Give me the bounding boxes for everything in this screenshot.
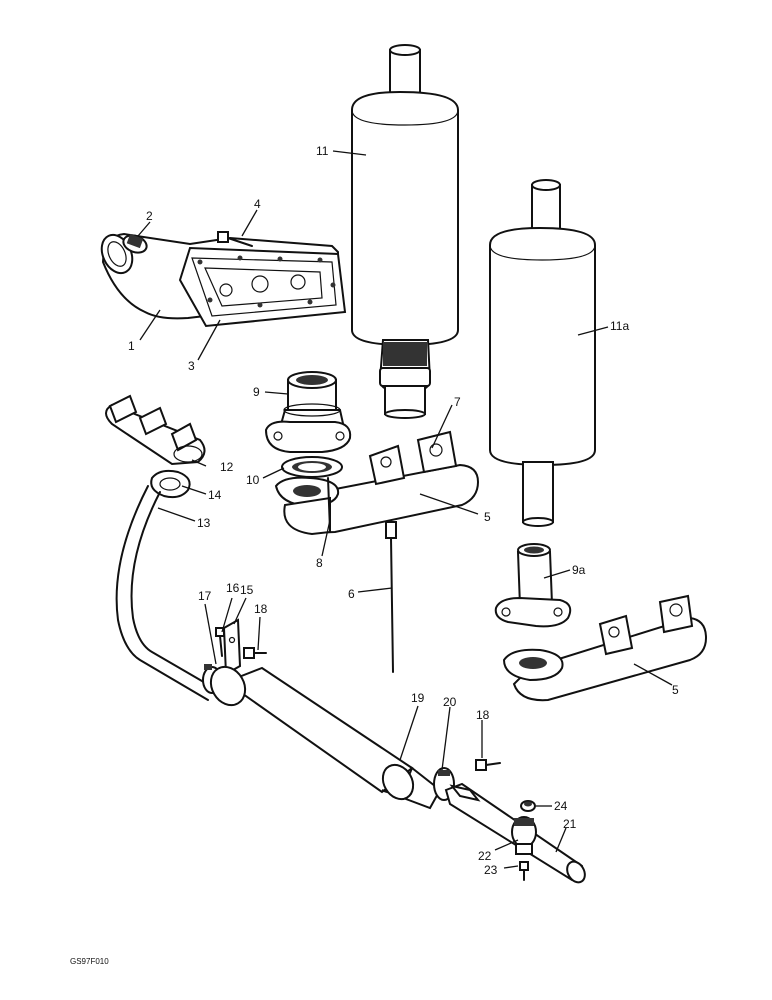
leader-lines xyxy=(137,150,673,869)
callout-13: 13 xyxy=(197,516,211,530)
figure-code: GS97F010 xyxy=(70,957,109,966)
callout-4: 4 xyxy=(254,197,261,211)
rod-6 xyxy=(385,521,397,673)
callout-11: 11 xyxy=(316,144,329,158)
callout-18-lower: 18 xyxy=(476,708,490,722)
gasket-10 xyxy=(281,456,343,478)
callout-18-upper: 18 xyxy=(254,602,268,616)
callout-3: 3 xyxy=(188,359,195,373)
callout-1: 1 xyxy=(128,339,135,353)
callout-labels: 1 2 3 4 11 11a 9 7 10 5 8 12 14 13 6 9a … xyxy=(128,144,679,877)
silencer-19 xyxy=(209,665,442,810)
elbow-9 xyxy=(264,371,352,453)
exhaust-manifold-5-lower xyxy=(502,594,708,702)
bolt-23 xyxy=(519,861,529,881)
exhaust-pipe-13-inner xyxy=(130,491,215,689)
callout-24: 24 xyxy=(554,799,568,813)
callout-17: 17 xyxy=(198,589,212,603)
bracket-15 xyxy=(222,618,242,676)
flange-14 xyxy=(150,469,191,499)
bolt-18-upper xyxy=(243,647,267,659)
exhaust-manifold-12 xyxy=(105,394,206,466)
callout-7: 7 xyxy=(454,395,461,409)
callout-20: 20 xyxy=(443,695,457,709)
bolt-4 xyxy=(217,231,253,247)
bolt-18-lower xyxy=(475,759,501,771)
callout-12: 12 xyxy=(220,460,234,474)
water-cooled-manifold xyxy=(100,232,347,328)
elbow-9a xyxy=(494,543,572,628)
clamp-22 xyxy=(511,816,537,855)
hose-clamp-2 xyxy=(122,233,148,254)
bolt-16 xyxy=(215,627,225,657)
callout-23: 23 xyxy=(484,863,498,877)
callout-15: 15 xyxy=(240,583,254,597)
callout-10: 10 xyxy=(246,473,260,487)
callout-6: 6 xyxy=(348,587,355,601)
callout-5-lower: 5 xyxy=(672,683,679,697)
exhaust-manifold-5-upper xyxy=(274,430,480,536)
nut-24 xyxy=(520,800,536,812)
callout-21: 21 xyxy=(563,817,577,831)
callout-14: 14 xyxy=(208,488,222,502)
callout-11a: 11a xyxy=(610,319,629,333)
muffler-11 xyxy=(351,44,459,419)
exhaust-pipe-13 xyxy=(115,485,209,701)
callout-5-upper: 5 xyxy=(484,510,491,524)
muffler-11a xyxy=(489,179,596,527)
callout-2: 2 xyxy=(146,209,153,223)
callout-16: 16 xyxy=(226,581,240,595)
callout-8: 8 xyxy=(316,556,323,570)
callout-9a: 9a xyxy=(572,563,586,577)
callout-9: 9 xyxy=(253,385,260,399)
callout-22: 22 xyxy=(478,849,492,863)
callout-19: 19 xyxy=(411,691,425,705)
